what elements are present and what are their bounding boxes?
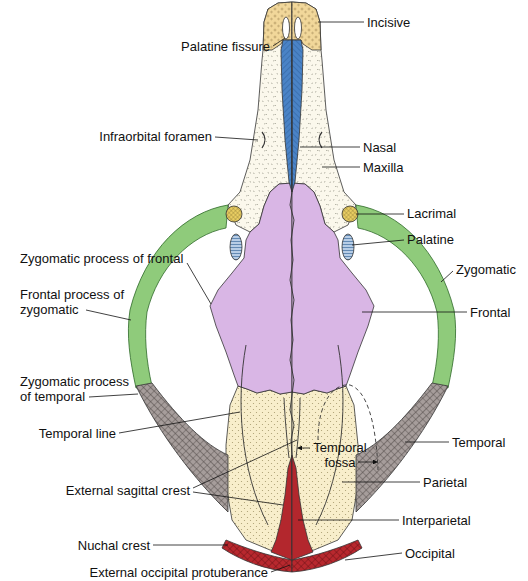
- part-label: Zygomatic process of temporal: [20, 374, 135, 404]
- part-label: Temporal line: [39, 426, 116, 441]
- part-label: Palatine: [407, 232, 454, 247]
- leader-line: [352, 240, 404, 245]
- part-label: Maxilla: [363, 160, 403, 175]
- leader-line: [187, 263, 211, 304]
- part-label: Temporal: [452, 435, 505, 450]
- leader-line: [345, 553, 402, 560]
- leader-line: [441, 271, 453, 282]
- leader-line: [153, 545, 228, 546]
- part-label: External sagittal crest: [66, 483, 190, 498]
- leader-line: [119, 412, 240, 433]
- part-label: Infraorbital foramen: [99, 129, 212, 144]
- leader-line: [193, 492, 283, 505]
- leader-line: [271, 565, 290, 572]
- part-label: Frontal process of zygomatic: [20, 287, 138, 317]
- fossa-arrow: [298, 448, 310, 449]
- leader-line: [89, 394, 138, 397]
- leader-line: [86, 310, 131, 320]
- leader-line: [193, 440, 297, 488]
- sagittal-crest-ridge: [284, 398, 300, 458]
- leader-line: [322, 167, 360, 168]
- leader-line: [342, 482, 420, 483]
- part-label: Frontal: [470, 305, 510, 320]
- part-label: Occipital: [405, 546, 455, 561]
- part-label: Zygomatic process of frontal: [20, 251, 183, 266]
- fossa-arrow: [358, 462, 377, 463]
- part-label: Temporal fossa: [310, 440, 370, 470]
- leader-line: [405, 442, 449, 443]
- part-label: Nasal: [363, 140, 396, 155]
- part-label: Palatine fissure: [181, 39, 270, 54]
- leader-line: [362, 312, 467, 313]
- leader-line: [273, 38, 285, 46]
- leader-line: [215, 137, 258, 140]
- midline-suture: [290, 40, 294, 455]
- part-label: Nuchal crest: [78, 538, 150, 553]
- leader-line: [356, 214, 404, 215]
- leader-line: [318, 22, 364, 23]
- part-label: Zygomatic: [456, 262, 516, 277]
- leader-line: [298, 520, 399, 521]
- part-label: Interparietal: [402, 513, 471, 528]
- part-label: Parietal: [423, 475, 467, 490]
- part-label: External occipital protuberance: [90, 565, 269, 580]
- part-label: Incisive: [367, 15, 410, 30]
- part-label: Lacrimal: [407, 206, 456, 221]
- leader-line: [300, 147, 360, 148]
